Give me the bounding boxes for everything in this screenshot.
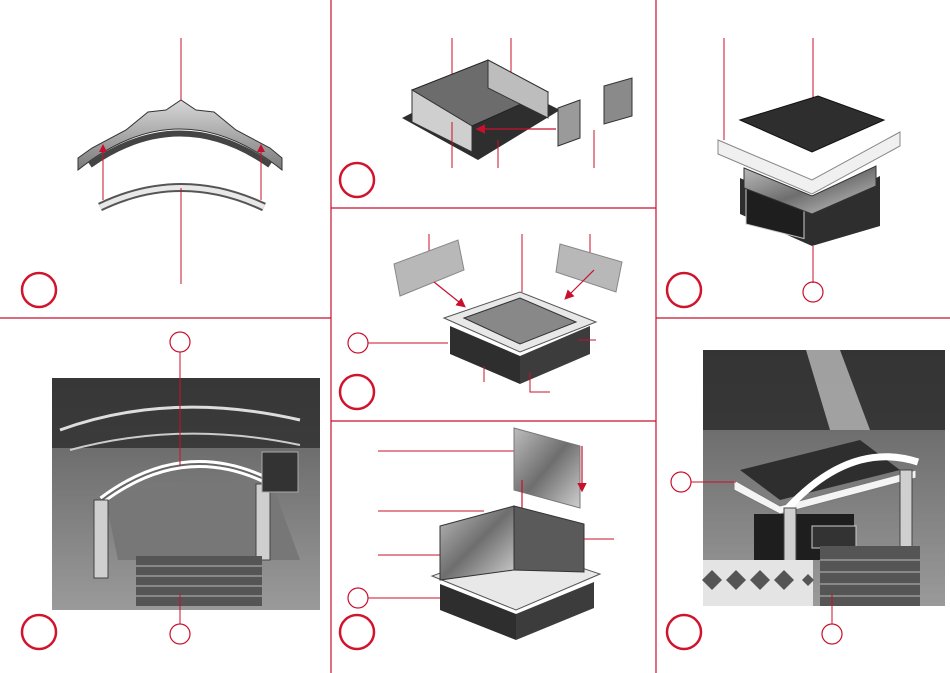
callout-circle-icon xyxy=(170,332,190,352)
step-circle-icon xyxy=(340,375,374,409)
step-circle-icon xyxy=(22,615,56,649)
stairs xyxy=(136,556,262,606)
callout-circle-icon xyxy=(822,624,842,644)
ride-background xyxy=(52,378,320,448)
window-panel-part xyxy=(556,244,622,292)
step-circle-icon xyxy=(667,273,701,307)
roof-top-part xyxy=(740,96,884,152)
callout-circle-icon xyxy=(803,282,823,302)
arch-pillar xyxy=(256,484,270,560)
step-circle-icon xyxy=(667,615,701,649)
step-circle-icon xyxy=(340,615,374,649)
window-panel-part xyxy=(514,428,580,508)
panel-stairs-arch-on-ride xyxy=(22,332,320,649)
panel-booth-mounted-on-ride xyxy=(667,350,945,649)
callout-circle-icon xyxy=(348,588,368,608)
booth-sign xyxy=(812,526,856,548)
wall-panel-part xyxy=(514,506,584,572)
callout-circle-icon xyxy=(348,333,368,353)
panel-booth-with-roof xyxy=(667,38,900,307)
panel-arch-assembly xyxy=(22,38,282,307)
panel-booth-base-walls xyxy=(340,38,632,197)
callout-circle-icon xyxy=(170,624,190,644)
step-circle-icon xyxy=(340,163,374,197)
panel-booth-window-panel xyxy=(340,428,614,649)
loose-wall-part xyxy=(558,100,580,146)
stairs xyxy=(820,546,920,606)
ride-sign xyxy=(262,452,298,492)
arch-pillar xyxy=(94,500,108,578)
step-circle-icon xyxy=(22,273,56,307)
arch-pillar xyxy=(900,470,912,550)
loose-wall-part xyxy=(604,78,632,124)
panel-booth-wall-panels xyxy=(340,234,622,409)
callout-circle-icon xyxy=(671,472,691,492)
arrow-icon xyxy=(434,282,464,306)
wall-panel-part xyxy=(440,506,514,580)
